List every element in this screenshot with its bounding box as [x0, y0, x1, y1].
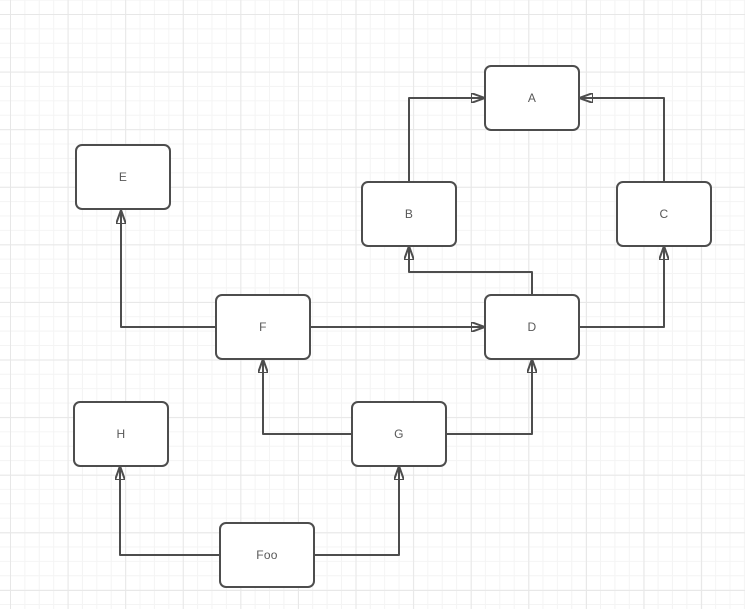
edge-g-to-f[interactable]: [263, 360, 351, 435]
node-h-label: H: [116, 427, 126, 441]
node-c[interactable]: C: [616, 181, 712, 247]
edge-c-to-a[interactable]: [580, 98, 665, 181]
edge-d-to-c[interactable]: [580, 247, 664, 328]
node-g[interactable]: G: [351, 401, 447, 467]
edge-b-to-a[interactable]: [408, 98, 484, 181]
edge-foo-to-g[interactable]: [315, 467, 399, 556]
node-foo[interactable]: Foo: [219, 522, 315, 588]
node-a[interactable]: A: [484, 65, 580, 131]
node-d[interactable]: D: [484, 294, 580, 360]
edge-f-to-e[interactable]: [121, 211, 215, 328]
node-g-label: G: [394, 427, 404, 441]
node-foo-label: Foo: [256, 548, 278, 562]
node-f[interactable]: F: [215, 294, 311, 360]
node-b-label: B: [404, 207, 414, 221]
node-f-label: F: [259, 320, 267, 334]
edge-g-to-d[interactable]: [447, 360, 532, 435]
node-h[interactable]: H: [73, 401, 169, 467]
node-e[interactable]: E: [75, 144, 171, 210]
node-d-label: D: [527, 320, 537, 334]
edge-d-to-b[interactable]: [409, 247, 533, 294]
node-c-label: C: [659, 207, 669, 221]
node-b[interactable]: B: [361, 181, 457, 247]
node-e-label: E: [118, 170, 128, 184]
edge-foo-to-h[interactable]: [120, 467, 219, 556]
node-a-label: A: [527, 91, 537, 105]
